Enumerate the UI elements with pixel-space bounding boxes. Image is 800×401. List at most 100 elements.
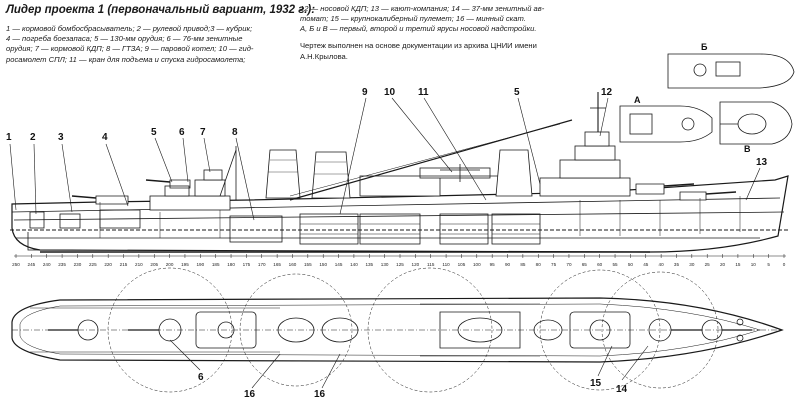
bow-rangefinder [584,131,610,147]
frame-number: 85 [520,262,526,267]
callout-label: 2 [30,132,36,143]
hull-outline [11,175,789,253]
boiler-room [299,213,359,245]
frame-number: 105 [458,262,466,267]
frame-number: 80 [536,262,542,267]
frame-number: 225 [89,262,97,267]
frame-number: 250 [12,262,20,267]
credit-line: Чертеж выполнен на основе документации и… [300,41,537,50]
legend-line: томат; 15 — крупнокалиберный пулемет; 16… [300,14,526,24]
callout-label: 7 [200,127,206,138]
frame-number: 215 [120,262,128,267]
callout-label: 14 [616,384,628,395]
frame-number: 210 [135,262,143,267]
seaplane [420,164,500,182]
frame-number: 25 [705,262,711,267]
frame-number: 230 [74,262,82,267]
callout-label: 15 [590,378,602,389]
side-leaders [9,97,761,221]
plan-view [11,297,784,363]
plan-label-group: 6 16 16 15 14 [198,372,628,400]
legend-right: 12 — носовой КДП; 13 — кают-компания; 14… [300,4,544,35]
frame-number: 50 [628,262,634,267]
funnel-aft [265,149,301,199]
legend-left: 1 — кормовой бомбосбрасыватель; 2 — руле… [6,24,253,65]
frame-number: 10 [751,262,757,267]
callout-label: 12 [601,87,613,98]
tier-label-group: Б А В [634,42,751,154]
frame-number: 190 [196,262,204,267]
frame-number: 30 [689,262,695,267]
callout-label: 13 [756,157,768,168]
frame-number: 195 [181,262,189,267]
frame-number: 170 [258,262,266,267]
frame-number: 220 [104,262,112,267]
callout-label: 5 [514,87,520,98]
callout-label: 16 [244,389,256,400]
tier-drawings [619,53,795,145]
callout-label: 10 [384,87,396,98]
drawing-title: Лидер проекта 1 (первоначальный вариант,… [6,4,316,16]
frame-number: 20 [720,262,726,267]
frame-number: 0 [783,262,786,267]
frame-number: 155 [304,262,312,267]
callout-label: 11 [418,87,429,98]
frame-number: 5 [767,262,770,267]
legend-line: А, Б и В — первый, второй и третий ярусы… [300,24,537,34]
frame-number: 100 [473,262,481,267]
aft-rangefinder [203,169,223,181]
callout-label: 16 [314,389,326,400]
legend-line: орудия; 7 — кормовой КДП; 8 — ГТЗА; 9 — … [6,44,254,54]
frame-number: 180 [227,262,235,267]
frame-number: 205 [150,262,158,267]
frame-number: 45 [643,262,649,267]
legend-line: 12 — носовой КДП; 13 — кают-компания; 14… [300,4,545,13]
side-elevation [10,92,789,253]
frame-number: 160 [289,262,297,267]
funnel-mid [321,317,359,343]
frame-number: 70 [566,262,572,267]
frame-number: 175 [243,262,251,267]
frame-number: 200 [166,262,174,267]
deck-outline [11,297,784,363]
frame-number: 245 [28,262,36,267]
boiler-room [359,213,421,245]
legend-line: 4 — погреба боезапаса; 5 — 130-мм орудия… [6,34,243,44]
frame-number: 75 [551,262,557,267]
legend-line: росамолет СПЛ; 11 — кран для подъема и с… [6,54,246,64]
seaplane [439,311,521,349]
callout-label: 8 [232,127,238,138]
credit-line: А.Н.Крылова. [300,51,348,61]
callout-label: 9 [362,87,368,98]
frame-number: 60 [597,262,603,267]
tier-b [667,53,795,89]
frame-number: 55 [612,262,618,267]
frame-number: 140 [350,262,358,267]
callout-label: 4 [102,132,108,143]
boiler-room [439,213,489,245]
tier-letter: В [744,144,751,154]
callout-label: 6 [198,372,204,383]
frame-number: 115 [427,262,435,267]
source-credit: Чертеж выполнен на основе документации и… [300,41,537,62]
side-label-group: 1 2 3 4 5 6 7 8 9 10 11 5 12 13 [6,87,768,168]
frame-number: 35 [674,262,680,267]
boiler-room [491,213,541,245]
frame-number: 135 [365,262,373,267]
callout-label: 6 [179,127,185,138]
frame-number: 235 [58,262,66,267]
callout-label: 5 [151,127,157,138]
frame-number: 130 [381,262,389,267]
frame-number: 120 [412,262,420,267]
frame-number: 125 [396,262,404,267]
funnel-aft [277,317,315,343]
frame-number: 65 [582,262,588,267]
frame-number: 110 [442,262,450,267]
callout-label: 3 [58,132,64,143]
frame-number: 95 [490,262,496,267]
tier-v [719,101,793,145]
frame-number: 15 [735,262,741,267]
firing-arcs [107,267,719,393]
